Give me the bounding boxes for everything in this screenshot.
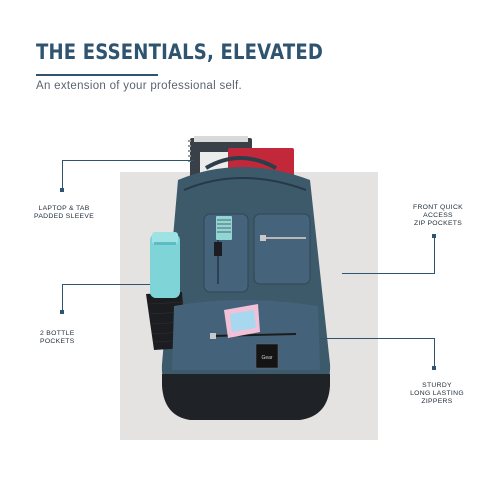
- callout-bottle-connector-v: [62, 284, 63, 312]
- callout-laptop-line-2: PADDED SLEEVE: [34, 213, 95, 220]
- water-bottle: [150, 234, 180, 298]
- callout-front-connector-v: [434, 236, 435, 274]
- backpack-base: [162, 374, 330, 420]
- callout-front-line-1: FRONT QUICK: [413, 204, 463, 211]
- callout-zippers-dot: [432, 366, 436, 370]
- callout-front-connector-h: [342, 273, 435, 274]
- callout-zippers-line-3: ZIPPERS: [421, 398, 453, 405]
- callout-bottle-dot: [60, 310, 64, 314]
- callout-zippers-line-1: STURDY: [422, 382, 452, 389]
- page-title: THE ESSENTIALS, ELEVATED: [36, 40, 324, 64]
- brand-patch-text: Gear: [261, 355, 272, 361]
- callout-bottle-line-2: POCKETS: [40, 338, 75, 345]
- callout-laptop-connector-v: [62, 160, 63, 190]
- callout-bottle-line-1: 2 BOTTLE: [40, 330, 75, 337]
- callout-zippers: STURDY LONG LASTING ZIPPERS: [402, 382, 472, 406]
- backpack-image: Gear: [146, 136, 331, 420]
- callout-bottle-pockets: 2 BOTTLE POCKETS: [40, 330, 75, 346]
- lower-zipper-pull: [210, 333, 216, 339]
- callout-front-dot: [432, 234, 436, 238]
- front-zip-pocket: [253, 213, 311, 285]
- callout-zippers-line-2: LONG LASTING: [410, 390, 464, 397]
- title-underline: [36, 74, 158, 76]
- callout-bottle-connector-h: [62, 284, 150, 285]
- callout-laptop-line-1: LAPTOP & TAB: [38, 205, 90, 212]
- callout-laptop-sleeve: LAPTOP & TAB PADDED SLEEVE: [34, 205, 94, 221]
- callout-front-line-2: ACCESS: [423, 212, 453, 219]
- callout-zippers-connector-h: [320, 338, 434, 339]
- callout-laptop-dot: [60, 188, 64, 192]
- callout-zippers-connector-v: [434, 338, 435, 368]
- callout-front-pockets: FRONT QUICK ACCESS ZIP POCKETS: [400, 204, 476, 228]
- page-subtitle: An extension of your professional self.: [36, 80, 243, 92]
- callout-front-line-3: ZIP POCKETS: [413, 220, 463, 227]
- callout-laptop-connector-h: [62, 160, 194, 161]
- brand-patch: [255, 343, 279, 369]
